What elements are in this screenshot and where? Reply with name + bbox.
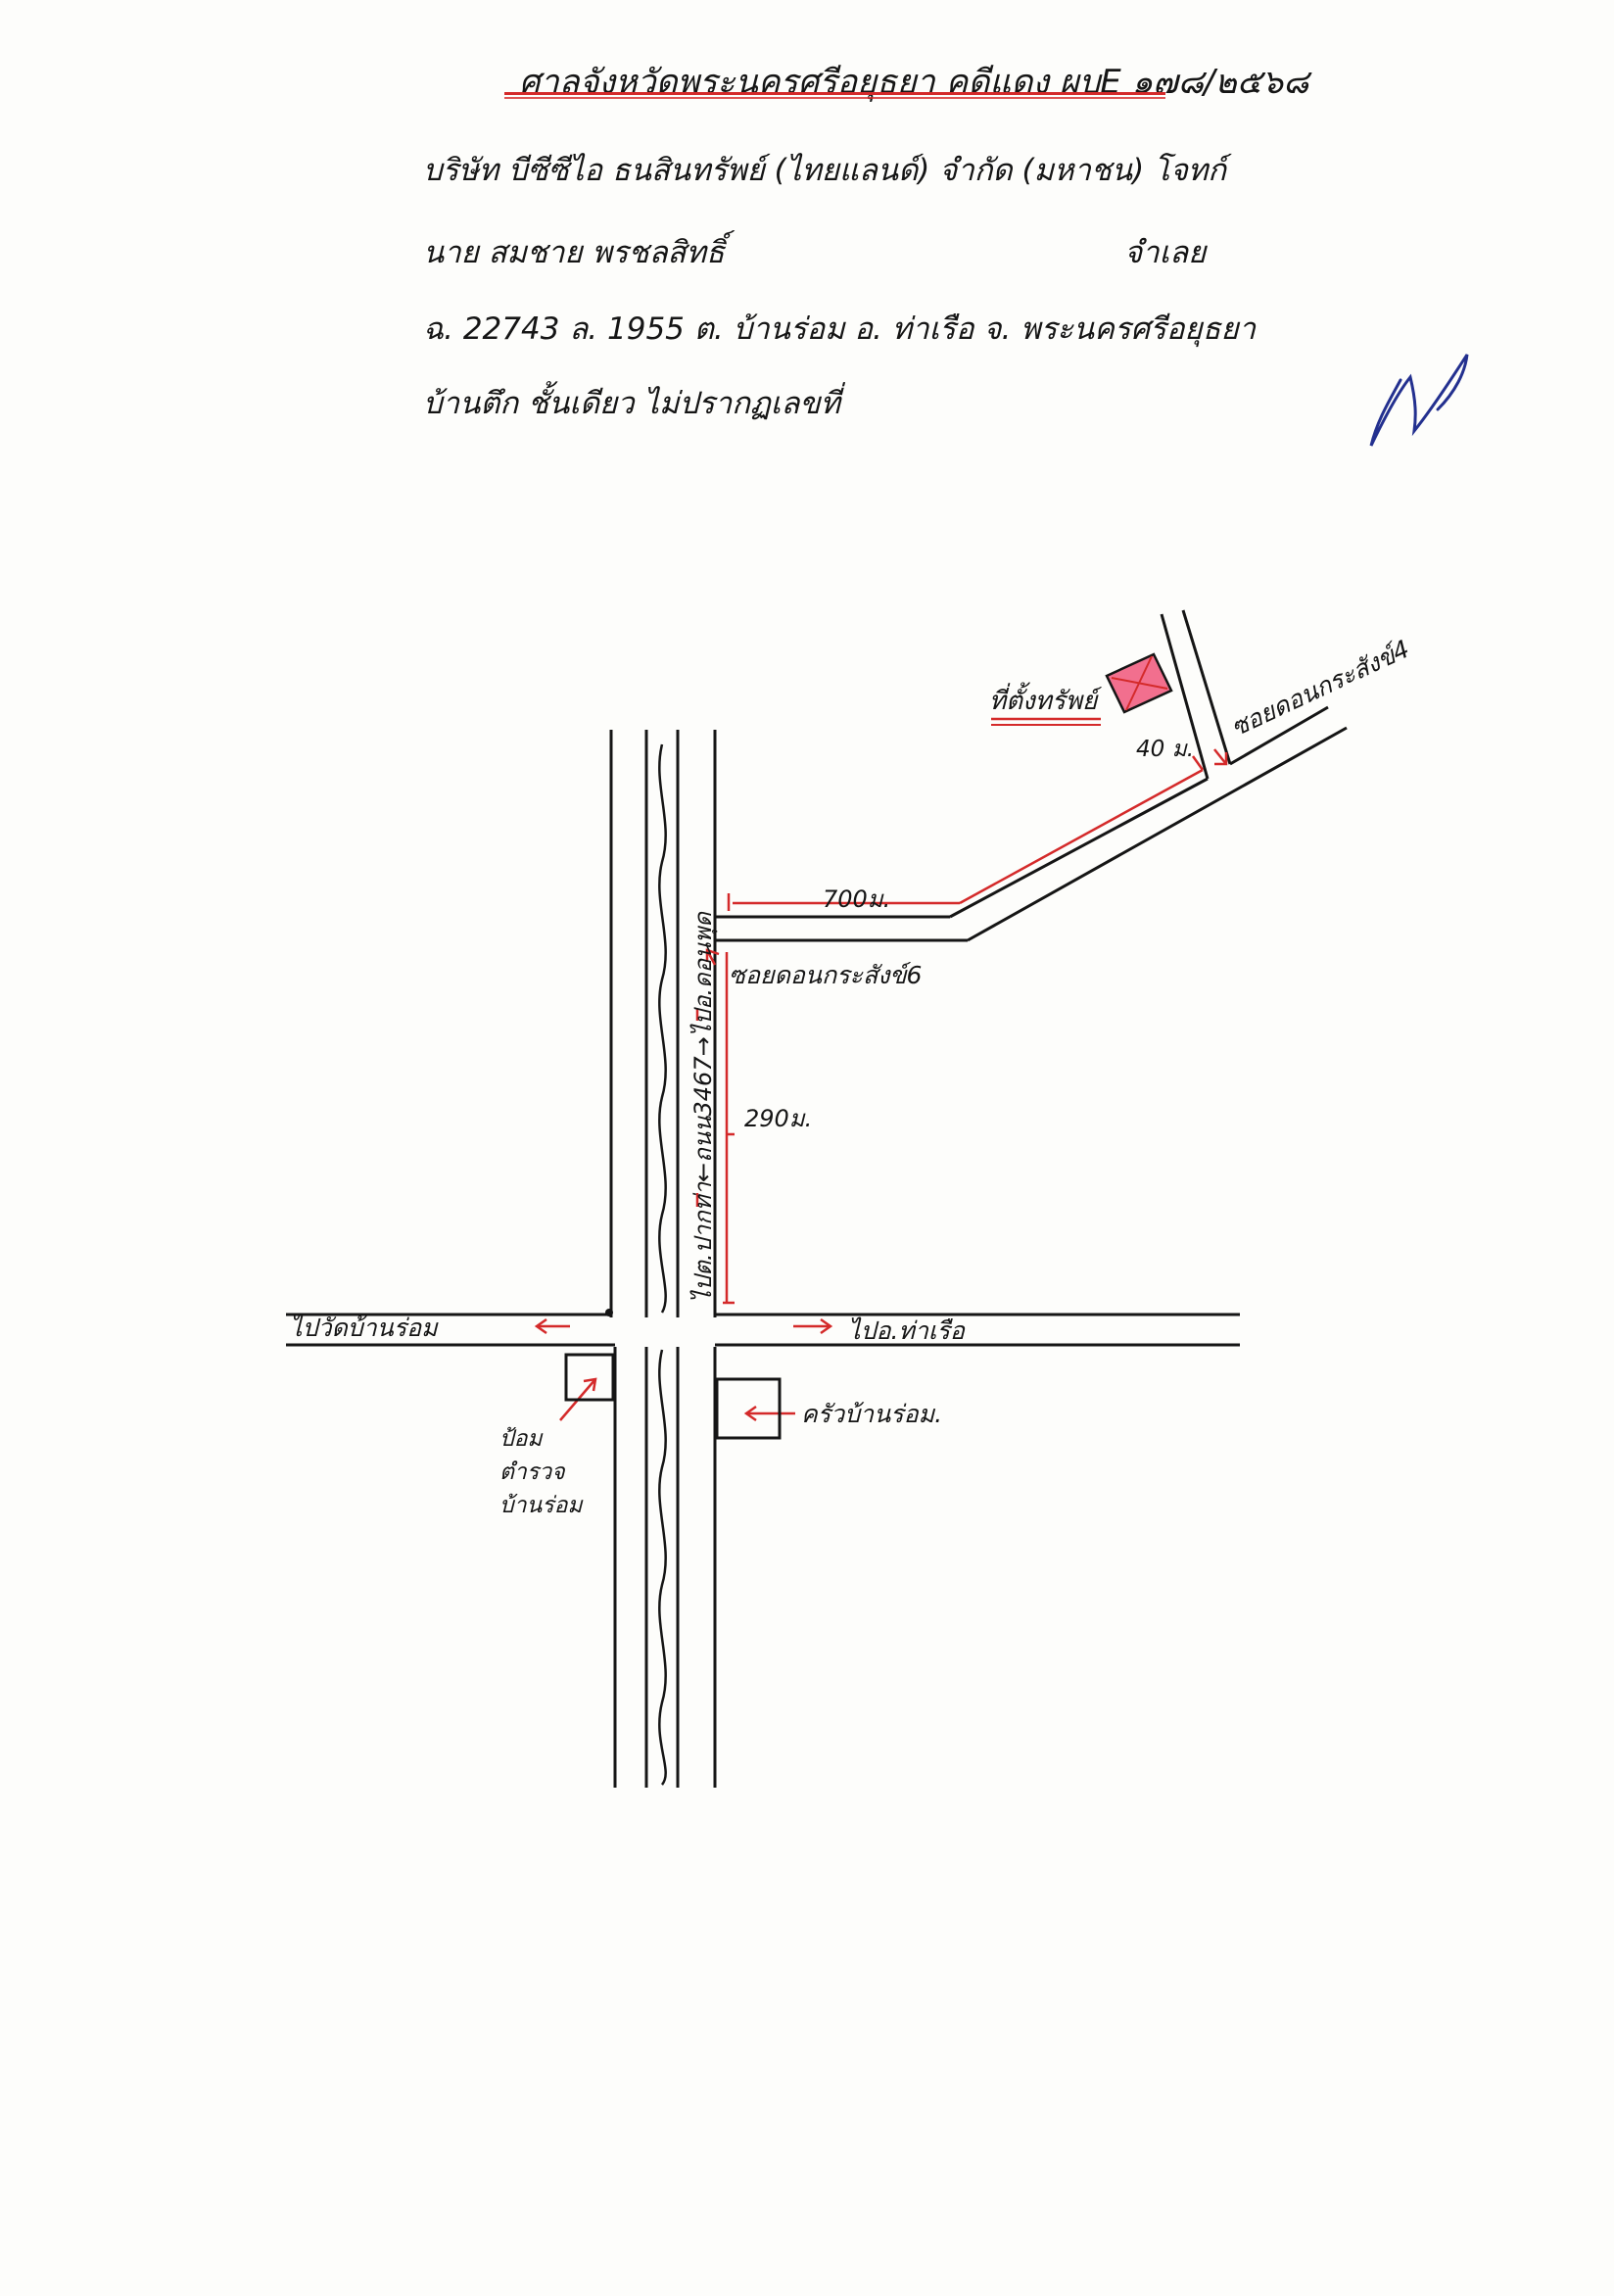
market-label: ครัวบ้านร่อม. (801, 1400, 942, 1428)
plaintiff-line: บริษัท บีซีซีไอ ธนสินทรัพย์ (ไทยแลนด์) จ… (423, 153, 1227, 188)
soi-4-road (1160, 609, 1329, 780)
canal-wavy-line-lower (658, 1349, 667, 1786)
police-box-label-line3: บ้านร่อม (499, 1493, 584, 1518)
police-box-building (564, 1353, 615, 1402)
canal-wavy-line (658, 743, 667, 1314)
distance-40m: 40 ม. (1136, 737, 1194, 762)
land-deed-line: ฉ. 22743 ล. 1955 ต. บ้านร่อม อ. ท่าเรือ … (423, 311, 1257, 347)
right-road-label: ไปอ.ท่าเรือ (848, 1316, 966, 1345)
distance-700m: 700ม. (823, 885, 890, 913)
title-underline (504, 92, 1165, 95)
main-road-label: ไปต.ปากท่า←ถนน3467→ไปอ.ดอนพุด (689, 911, 718, 1303)
police-box-label-line1: ป้อม (499, 1426, 544, 1452)
junction-dot (605, 1309, 613, 1316)
soi-6-label: ซอยดอนกระสังข์6 (729, 961, 922, 989)
distance-290m: 290ม. (744, 1105, 812, 1132)
police-box-label-line2: ตำรวจ (499, 1459, 566, 1485)
crossroad (286, 1313, 1240, 1347)
title-underline-second (504, 97, 1165, 99)
main-road-3467 (609, 730, 717, 1788)
building-description: บ้านตึก ชั้นเดียว ไม่ปรากฏเลขที่ (423, 386, 840, 421)
market-building (715, 1377, 782, 1440)
document-title: ศาลจังหวัดพระนครศรีอยุธยา คดีแดง ผบE ๑๗๘… (519, 63, 1309, 102)
signature (1369, 354, 1469, 447)
left-road-label: ไปวัดบ้านร่อม (290, 1314, 439, 1342)
route-path (723, 755, 1205, 1305)
defendant-name: นาย สมชาย พรชลสิทธิ์ (423, 235, 725, 270)
soi-4-label: ซอยดอนกระสังข์4 (1226, 635, 1413, 742)
property-marker (1105, 652, 1173, 714)
defendant-role: จำเลย (1124, 235, 1207, 270)
property-label: ที่ตั้งทรัพย์ (989, 682, 1102, 716)
soi-6-road (715, 726, 1348, 942)
